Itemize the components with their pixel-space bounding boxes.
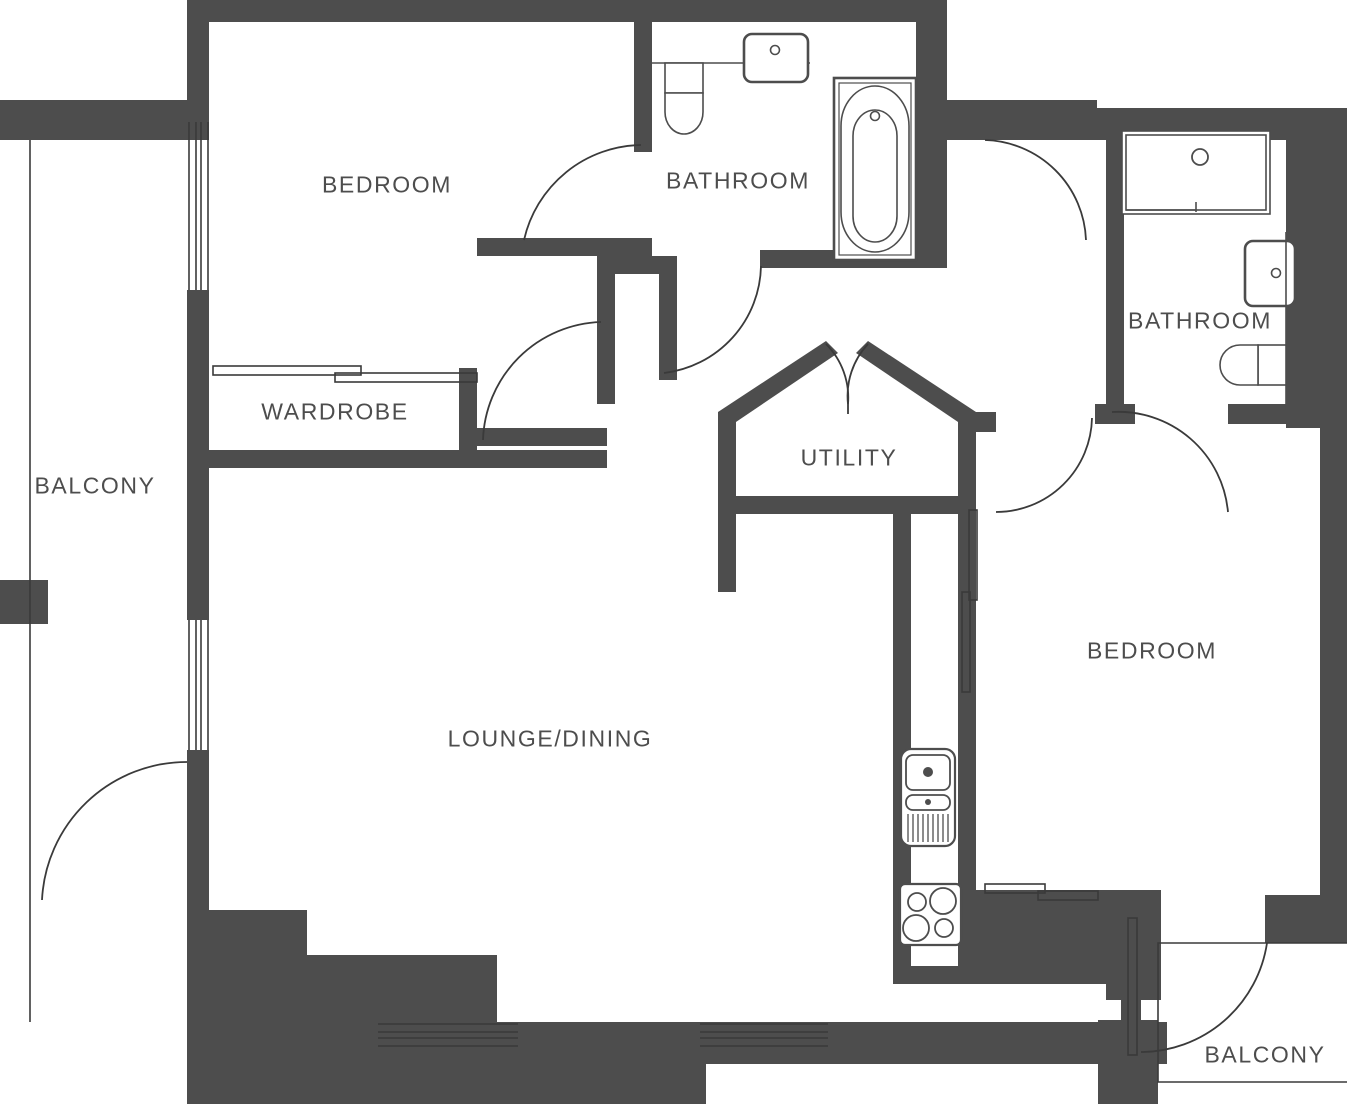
wall-bedroom2-door-left — [976, 412, 996, 432]
wall-bedroom-bottom-right — [477, 238, 652, 256]
window-lounge-south-b — [700, 1023, 828, 1047]
wall-top-main — [187, 0, 947, 22]
door-bedroom-main — [523, 144, 642, 241]
wall-kitchen-bottom — [893, 966, 976, 984]
door-bedroom-second-left — [995, 417, 1093, 513]
room-label-utility: UTILITY — [800, 444, 898, 471]
wall-kitchen-left — [893, 514, 911, 984]
room-label-bathroom-main: BATHROOM — [666, 167, 810, 194]
wall-top-right-offset — [947, 100, 1097, 140]
balcony-outline-group — [29, 140, 1347, 1083]
wall-ensuite-left — [1106, 140, 1124, 415]
wall-utility-left — [718, 412, 736, 510]
window-group — [188, 122, 1138, 1056]
window-bedroom-main-balcony — [188, 122, 209, 290]
door-ensuite — [1111, 410, 1229, 513]
door-utility-right — [846, 343, 869, 405]
fixture-group — [652, 32, 1297, 947]
toilet-main-bathroom — [652, 62, 810, 135]
window-lounge-south-a — [378, 1023, 518, 1047]
wall-kitchen-right-upper — [958, 412, 976, 702]
room-label-wardrobe: WARDROBE — [261, 398, 409, 425]
door-balcony-right — [1140, 942, 1268, 1053]
door-bathroom-main — [663, 265, 762, 374]
wall-lounge-bottom-main — [187, 1022, 1167, 1064]
balcony-right-outline — [1157, 942, 1347, 1083]
wall-bedroom2-bottom — [976, 890, 1126, 984]
wall-utility-top-left — [718, 341, 838, 424]
basin-ensuite — [1243, 239, 1297, 308]
window-kitchen-sliding — [961, 509, 978, 693]
wall-hall-top — [597, 256, 677, 274]
window-lounge-balcony-left — [188, 620, 209, 750]
door-wardrobe — [482, 321, 602, 441]
basin-main-bathroom — [742, 32, 810, 84]
wall-lounge-bottom-pier — [646, 1064, 706, 1104]
room-label-bedroom-main: BEDROOM — [321, 171, 453, 198]
door-bathroom-ensuite-hall — [984, 139, 1087, 241]
wall-utility-bottom — [718, 496, 976, 514]
room-label-lounge-dining: LOUNGE/DINING — [447, 725, 653, 752]
room-label-balcony-right: BALCONY — [1204, 1041, 1326, 1068]
wall-utility-left-down — [718, 496, 736, 592]
wall-balcony-left-top — [0, 100, 209, 140]
wall-balcony-left-nib — [0, 580, 48, 624]
room-label-bedroom-second: BEDROOM — [1086, 637, 1218, 664]
toilet-ensuite — [1219, 232, 1287, 410]
wall-bathroom-main-left — [634, 22, 652, 152]
wall-wardrobe-bottom — [187, 450, 607, 468]
bedroom2-wardrobe-doors — [984, 883, 1099, 901]
wall-utility-top-right — [856, 341, 976, 424]
wall-ensuite-bottom-right — [1228, 404, 1286, 424]
kitchen-hob — [898, 882, 963, 947]
wall-bedroom2-right — [1320, 108, 1347, 908]
wardrobe-sliding-doors — [212, 365, 478, 383]
room-label-balcony-left: BALCONY — [34, 472, 156, 499]
wall-bath-right — [916, 22, 947, 260]
wall-wardrobe-right — [459, 368, 477, 458]
wall-lounge-bottom-outer — [240, 1064, 670, 1104]
wall-hall-vert-right — [659, 262, 677, 380]
door-entrance-lounge — [41, 761, 188, 901]
wall-balcony-right-top — [1265, 895, 1347, 943]
room-label-bathroom-ensuite: BATHROOM — [1128, 307, 1272, 334]
wall-ensuite-bottom-left — [1095, 404, 1135, 424]
wall-lounge-left — [187, 750, 209, 910]
kitchen-sink — [899, 747, 957, 848]
wall-hall-bottom-stub — [477, 428, 607, 446]
window-balcony-right-door — [1127, 917, 1138, 1056]
shower-tray-ensuite — [1121, 130, 1271, 215]
bathtub-main — [832, 76, 918, 262]
door-swing-group — [41, 139, 1268, 1053]
wall-bedroom-left-upper — [187, 0, 209, 122]
wall-hall-vert-left — [597, 256, 615, 404]
wall-kitchen-right-lower — [958, 700, 976, 984]
